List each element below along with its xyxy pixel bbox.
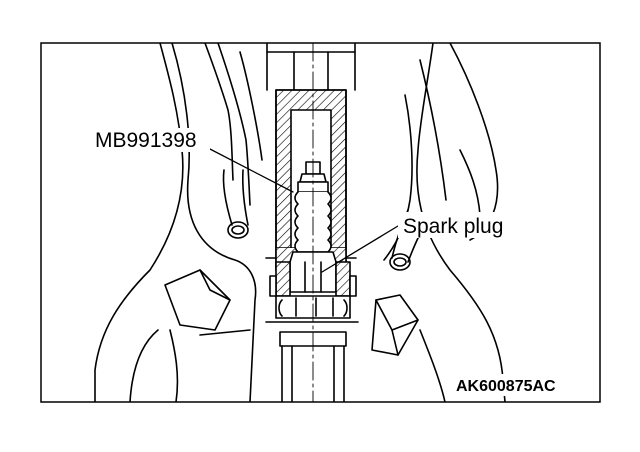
figure-id-label: AK600875AC bbox=[456, 378, 556, 395]
tool-label: MB991398 bbox=[95, 129, 197, 152]
left-casting bbox=[94, 43, 263, 402]
tool-leader-line bbox=[207, 147, 294, 193]
part-label: Spark plug bbox=[403, 215, 503, 238]
socket-extension-bar bbox=[266, 43, 356, 91]
part-leader-line bbox=[321, 225, 399, 273]
